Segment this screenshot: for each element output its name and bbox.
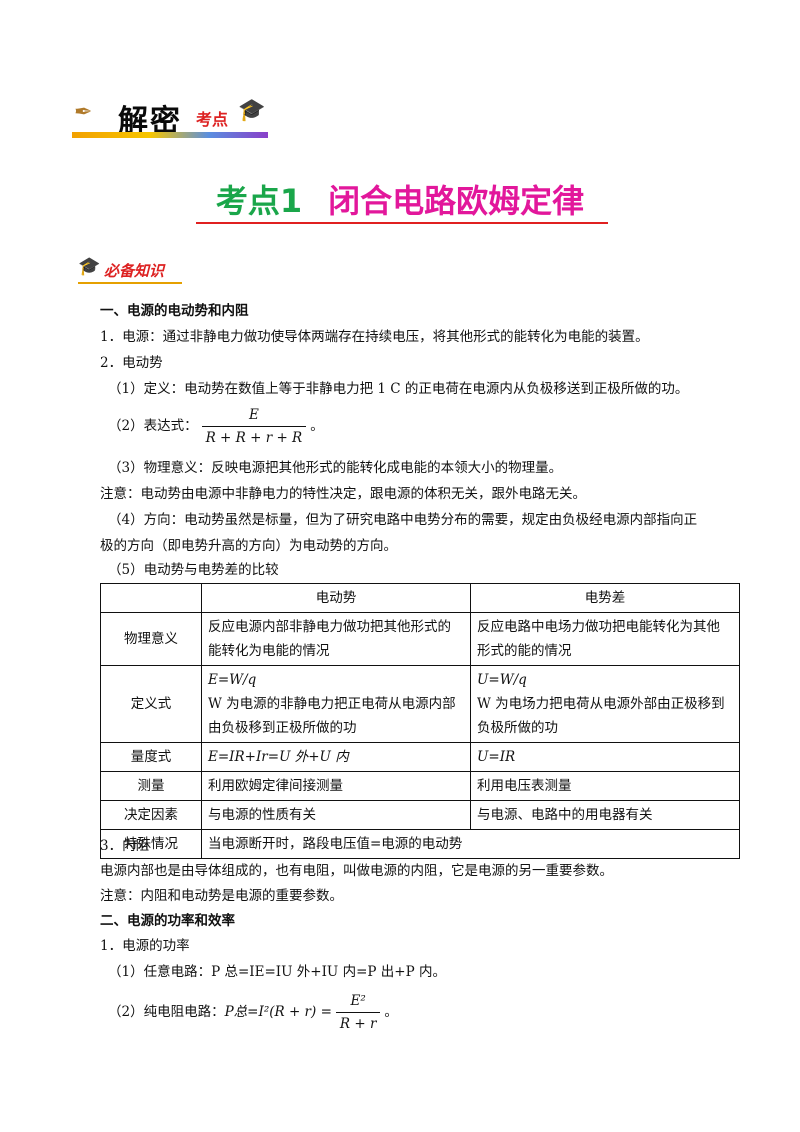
paragraph: （1）任意电路：P 总=IE=IU 外+IU 内=P 出+P 内。 [108,964,446,980]
table-row: 决定因素 与电源的性质有关 与电源、电路中的用电器有关 [100,800,740,830]
page-title-text: 闭合电路欧姆定律 [328,182,585,220]
table-header-row: 电动势 电势差 [100,583,740,613]
paragraph: 注意：电动势由电源中非静电力的特性决定，跟电源的体积无关，跟外电路无关。 [100,486,586,502]
paragraph: 极的方向（即电势升高的方向）为电动势的方向。 [100,538,397,554]
paragraph: （1）定义：电动势在数值上等于非静电力把 1 C 的正电荷在电源内从负极移送到正… [108,381,689,397]
table-cell: 利用欧姆定律间接测量 [201,771,471,801]
row-label: 测量 [100,771,202,801]
pen-icon: ✒ [74,100,93,125]
banner-subtitle: 考点 [196,110,229,129]
page-title: 考点1 闭合电路欧姆定律 [0,176,800,222]
table-header-cell: 电动势 [201,583,471,613]
paragraph: （5）电动势与电势差的比较 [108,562,279,578]
table-row: 测量 利用欧姆定律间接测量 利用电压表测量 [100,771,740,801]
graduate-icon: 🎓 [78,256,101,277]
table-cell: U=IR [470,742,740,772]
badge-label: 必备知识 [104,262,165,280]
section-heading: 二、电源的功率和效率 [100,913,235,929]
badge-underline [78,282,182,284]
row-label: 定义式 [100,665,202,743]
section-heading: 一、电源的电动势和内阻 [100,303,249,319]
graduate-icon: 🎓 [238,98,266,123]
table-cell: 利用电压表测量 [470,771,740,801]
table-cell: 当电源断开时，路段电压值=电源的电动势 [201,829,740,859]
title-underline [196,222,608,224]
paragraph: （3）物理意义：反映电源把其他形式的能转化成电能的本领大小的物理量。 [108,460,563,476]
table-cell: E=IR+Ir=U 外+U 内 [201,742,471,772]
table-cell: 与电源、电路中的用电器有关 [470,800,740,830]
paragraph: （4）方向：电动势虽然是标量，但为了研究电路中电势分布的需要，规定由负极经电源内… [108,512,698,528]
page-title-number: 考点1 [215,182,303,220]
table-cell: 反应电路中电场力做功把电能转化为其他形式的能的情况 [470,612,740,666]
paragraph: 2．电动势 [100,355,163,371]
paragraph: 3．内阻 [100,838,150,854]
paragraph: 注意：内阻和电动势是电源的重要参数。 [100,888,343,904]
row-label: 物理意义 [100,612,202,666]
header-banner: ✒ 解密 考点 🎓 [72,96,272,142]
banner-bar [72,132,268,138]
table-header-cell: 电势差 [470,583,740,613]
table-cell: 与电源的性质有关 [201,800,471,830]
table-cell: 反应电源内部非静电力做功把其他形式的能转化为电能的情况 [201,612,471,666]
paragraph: 1．电源的功率 [100,938,190,954]
table-header-cell [100,583,202,613]
table-row: 物理意义 反应电源内部非静电力做功把其他形式的能转化为电能的情况 反应电路中电场… [100,612,740,666]
row-label: 决定因素 [100,800,202,830]
knowledge-badge: 🎓 必备知识 [78,256,188,284]
table-row: 量度式 E=IR+Ir=U 外+U 内 U=IR [100,742,740,772]
paragraph: 电源内部也是由导体组成的，也有电阻，叫做电源的内阻，它是电源的另一重要参数。 [100,863,613,879]
table-row: 特殊情况 当电源断开时，路段电压值=电源的电动势 [100,829,740,859]
row-label: 量度式 [100,742,202,772]
comparison-table: 电动势 电势差 物理意义 反应电源内部非静电力做功把其他形式的能转化为电能的情况… [100,583,740,859]
row-label: 特殊情况 [100,829,202,859]
paragraph: 1．电源：通过非静电力做功使导体两端存在持续电压，将其他形式的能转化为电能的装置… [100,329,649,345]
